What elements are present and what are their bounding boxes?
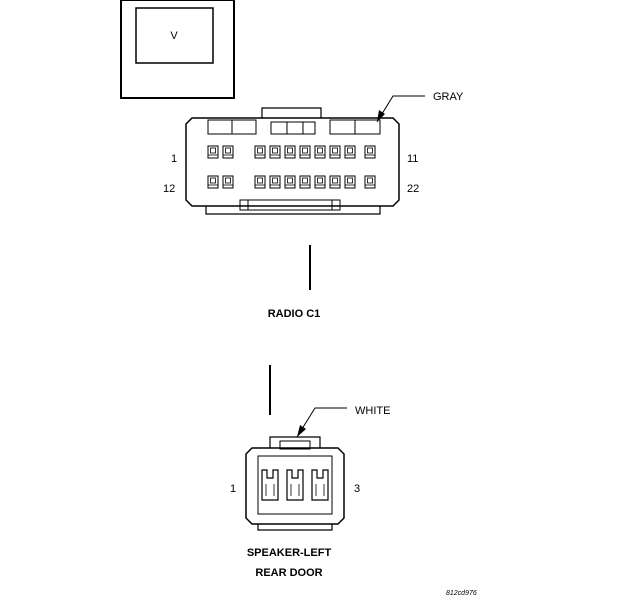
- speaker-connector-name-line1: SPEAKER-LEFT: [247, 547, 332, 559]
- view-inner-frame: [135, 7, 214, 64]
- speaker-pin-cavity-1: [261, 469, 279, 501]
- radio-pin-cavity-top-5: [284, 145, 296, 159]
- radio-pin-cavity-top-7: [314, 145, 326, 159]
- radio-pin-cavity-bottom-9: [344, 175, 356, 189]
- radio-pin-12-label: 12: [163, 183, 175, 195]
- radio-pin-cavity-bottom-10: [364, 175, 376, 189]
- radio-pin-cavity-bottom-2: [222, 175, 234, 189]
- speaker-connector: WHITE 1 3: [230, 405, 390, 531]
- radio-connector-latch: [261, 107, 322, 118]
- speaker-cavity-frame: [257, 455, 333, 515]
- radio-connector-name: RADIO C1: [268, 308, 321, 320]
- speaker-connector-body: [245, 447, 345, 525]
- white-leader-line: [296, 407, 347, 438]
- view-outer-frame: [120, 0, 235, 99]
- view-label: V: [170, 30, 178, 42]
- speaker-pin-3-label: 3: [354, 483, 360, 495]
- radio-latch-tab: [286, 121, 304, 135]
- speaker-pin-cavity-3: [311, 469, 329, 501]
- radio-pin-cavity-top-4: [269, 145, 281, 159]
- radio-pin-cavity-bottom-5: [284, 175, 296, 189]
- speaker-pin-cavities: [261, 469, 329, 501]
- white-leader-arrow: [297, 425, 306, 437]
- radio-pin-cavity-top-9: [344, 145, 356, 159]
- radio-pin-22-label: 22: [407, 183, 419, 195]
- view-indicator: V: [120, 0, 235, 99]
- radio-pin-cavity-bottom-4: [269, 175, 281, 189]
- figure-id: 812cd976: [446, 590, 477, 597]
- radio-pin-cavity-bottom-1: [207, 175, 219, 189]
- speaker-connector-skirt: [257, 524, 333, 531]
- radio-pin-cavity-top-3: [254, 145, 266, 159]
- speaker-pin-1-label: 1: [230, 483, 236, 495]
- radio-pin-cavity-top-2: [222, 145, 234, 159]
- radio-connector: GRAY 1 11 12 22: [163, 91, 464, 215]
- radio-pin-cavity-top-8: [329, 145, 341, 159]
- radio-bottom-key: [239, 199, 341, 211]
- speaker-color-label: WHITE: [355, 405, 390, 417]
- radio-pin-cavities: [207, 145, 376, 189]
- radio-color-label: GRAY: [433, 91, 464, 103]
- radio-pin-cavity-top-1: [207, 145, 219, 159]
- radio-pin-1-label: 1: [171, 153, 177, 165]
- radio-pin-cavity-bottom-7: [314, 175, 326, 189]
- radio-pin-cavity-top-6: [299, 145, 311, 159]
- gray-leader-arrow: [377, 110, 385, 122]
- radio-connector-body: [185, 117, 400, 207]
- speaker-connector-name-line2: REAR DOOR: [255, 567, 322, 579]
- radio-pin-cavity-bottom-8: [329, 175, 341, 189]
- radio-pin-11-label: 11: [407, 153, 418, 165]
- speaker-connector-latch: [269, 436, 321, 448]
- speaker-pin-cavity-2: [286, 469, 304, 501]
- radio-pin-cavity-bottom-6: [299, 175, 311, 189]
- radio-latch-slot: [270, 121, 316, 135]
- radio-pin-cavity-bottom-3: [254, 175, 266, 189]
- speaker-latch-slot: [279, 440, 311, 450]
- radio-pin-cavity-top-10: [364, 145, 376, 159]
- radio-connector-skirt: [205, 206, 381, 215]
